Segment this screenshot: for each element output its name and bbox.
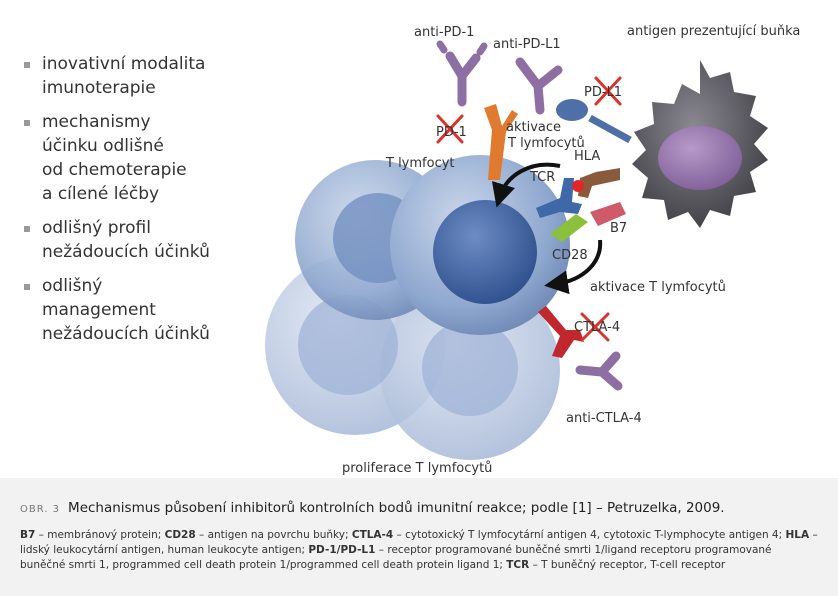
- pd1-receptor: [484, 104, 518, 180]
- anti-ctla4-antibody: [575, 351, 623, 391]
- label-anti-pd1: anti-PD-1: [414, 25, 474, 40]
- label-anti-ctla4: anti-CTLA-4: [566, 411, 642, 426]
- mechanism-diagram: anti-PD-1 anti-PD-L1 antigen prezentujíc…: [265, 24, 800, 476]
- legend-term: B7: [20, 529, 36, 541]
- label-activation-bottom: aktivace T lymfocytů: [590, 280, 726, 295]
- anti-pdl1-antibody: [515, 57, 563, 115]
- label-t-cell: T lymfocyt: [385, 156, 455, 171]
- cd28-receptor: [550, 214, 588, 242]
- caption-title: Mechanismus působení inhibitorů kontroln…: [68, 500, 725, 516]
- caption-title-row: OBR. 3 Mechanismus působení inhibitorů ko…: [20, 500, 820, 516]
- bullet-text: mechanismy účinku odlišné od chemoterapi…: [42, 112, 187, 204]
- tcr-receptor: [536, 178, 584, 218]
- legend-definition: – membránový protein;: [35, 529, 165, 541]
- legend-term: CTLA-4: [351, 529, 394, 541]
- label-ctla4: CTLA-4: [574, 320, 620, 335]
- bullet-square-icon: [24, 284, 30, 290]
- inhibition-x-icon: [580, 312, 610, 342]
- pdl1-ligand: [556, 99, 632, 144]
- bullet-item: inovativní modalita imunoterapie: [22, 52, 252, 100]
- bullet-item: mechanismy účinku odlišné od chemoterapi…: [22, 110, 252, 206]
- label-activation-top-2: T lymfocytů: [507, 136, 585, 151]
- label-proliferation: proliferace T lymfocytů: [342, 461, 492, 476]
- bullet-item: odlišný management nežádoucích účinků: [22, 274, 252, 346]
- label-pd1: PD-1: [436, 125, 467, 140]
- bullet-text: odlišný profil nežádoucích účinků: [42, 218, 210, 262]
- label-antigen-presenting-cell: antigen prezentující buňka: [627, 24, 800, 39]
- t-cell-nucleus: [433, 200, 537, 304]
- figure-caption: OBR. 3 Mechanismus působení inhibitorů ko…: [20, 500, 820, 573]
- bullet-list: inovativní modalita imunoterapie mechani…: [22, 52, 252, 356]
- bullet-item: odlišný profil nežádoucích účinků: [22, 216, 252, 264]
- bullet-square-icon: [24, 226, 30, 232]
- label-activation-top-1: aktivace: [506, 120, 561, 135]
- legend-definition: – cytotoxický T lymfocytární antigen 4, …: [393, 529, 786, 541]
- t-cell: [390, 155, 570, 335]
- label-b7: B7: [610, 221, 627, 236]
- ctla4-receptor: [538, 306, 584, 358]
- bullet-square-icon: [24, 120, 30, 126]
- anti-pd1-antibody: [436, 40, 488, 107]
- legend-term: TCR: [506, 559, 530, 571]
- legend-definition: – lidský leukocytární antigen, human leu…: [20, 529, 818, 556]
- bullet-text: odlišný management nežádoucích účinků: [42, 276, 210, 344]
- legend-term: CD28: [164, 529, 196, 541]
- apc-nucleus: [658, 126, 742, 190]
- activation-arrow-bottom: [544, 239, 603, 295]
- legend-definition: – receptor programované buněčné smrti 1/…: [20, 544, 772, 571]
- hla-molecule: [578, 168, 620, 198]
- label-tcr: TCR: [529, 170, 555, 185]
- antigen-presenting-cell: [632, 60, 768, 228]
- legend-definition: – antigen na povrchu buňky;: [195, 529, 352, 541]
- antigen-dot: [572, 180, 584, 192]
- bullet-square-icon: [24, 62, 30, 68]
- label-pdl1: PD-L1: [584, 85, 622, 100]
- label-cd28: CD28: [552, 248, 588, 263]
- inhibition-x-icon: [436, 114, 464, 144]
- legend-term: PD-1/PD-L1: [308, 544, 376, 556]
- legend-definition: – T buněčný receptor, T-cell receptor: [529, 559, 726, 571]
- inhibition-x-icon: [594, 76, 622, 106]
- abbreviation-legend: B7 – membránový protein; CD28 – antigen …: [20, 528, 820, 573]
- label-hla: HLA: [574, 149, 600, 164]
- b7-ligand: [590, 202, 626, 226]
- legend-term: HLA: [785, 529, 810, 541]
- bullet-text: inovativní modalita imunoterapie: [42, 54, 206, 98]
- label-anti-pdl1: anti-PD-L1: [493, 37, 561, 52]
- caption-tag: OBR. 3: [20, 504, 61, 515]
- activation-arrow-top: [491, 162, 561, 208]
